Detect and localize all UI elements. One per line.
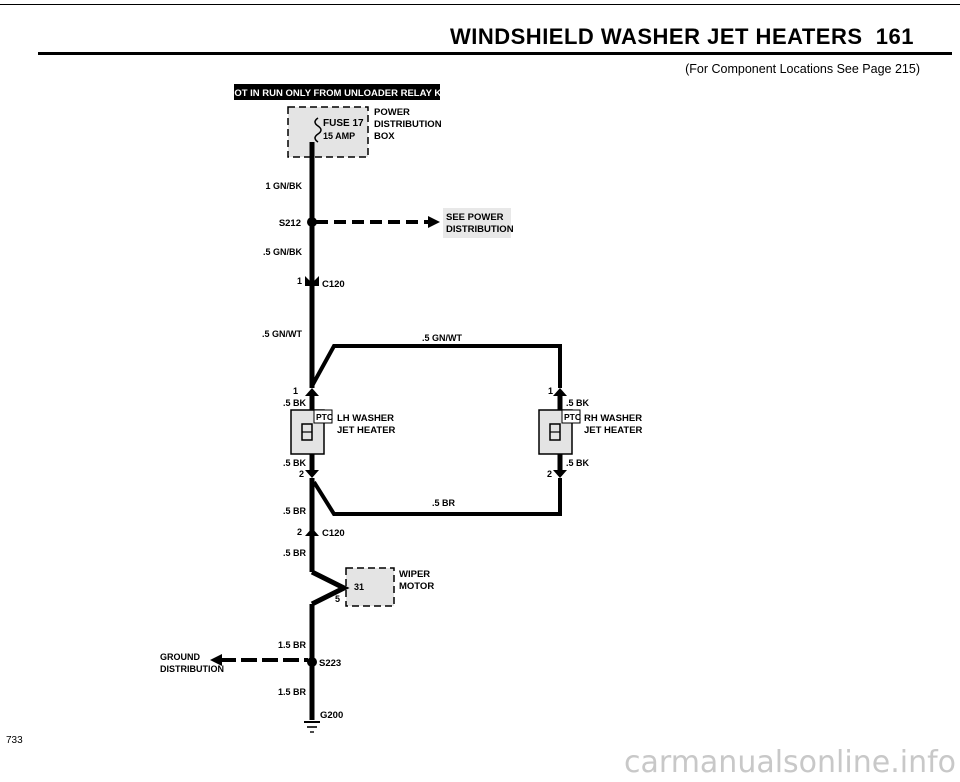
watermark: carmanualsonline.info [624,745,956,780]
page-code: 733 [6,735,23,746]
wire-label-5gnbk: .5 GN/BK [263,247,303,257]
wire-label-lh-5bk-bot: .5 BK [283,458,307,468]
power-distribution-box: FUSE 17 15 AMP [287,106,369,158]
ground-g200-icon [304,721,320,733]
power-box-label-1: POWER [374,107,410,118]
wiper-label-2: MOTOR [399,581,434,592]
arrow-right-icon [428,216,440,228]
wiper-pin-5: 5 [335,594,340,604]
wiper-ground-wire [310,569,350,607]
splice-s223-dot [307,657,317,667]
lh-connector-bottom-icon [305,470,319,478]
connector-c120-lower-icon [305,528,319,536]
lh-top-pin: 1 [293,386,298,396]
lh-washer-jet-heater: PTC [290,409,333,455]
splice-s223-label: S223 [319,658,341,669]
top-rule [0,4,960,5]
wire-label-rh-5bk-top: .5 BK [566,398,590,408]
rh-bottom-pin: 2 [547,469,552,479]
lh-heater-label-2: JET HEATER [337,425,396,436]
gnwt-branch-wire [310,344,562,388]
wire-label-15br-a: 1.5 BR [278,640,307,650]
see-power-label-2: DISTRIBUTION [446,224,514,235]
rh-washer-jet-heater: PTC [538,409,581,455]
power-box-label-2: DISTRIBUTION [374,119,442,130]
ground-dist-label-2: DISTRIBUTION [160,664,224,674]
ground-dist-label-1: GROUND [160,652,200,662]
connector-c120-upper-icon [305,276,319,286]
rh-heater-label-1: RH WASHER [584,413,642,424]
lh-heater-label-1: LH WASHER [337,413,394,424]
header-rule [38,52,952,55]
power-source-banner [234,84,440,100]
wire-label-rh-5bk-bot: .5 BK [566,458,590,468]
splice-s212-label: S212 [279,218,301,229]
wire-label-5br-b: .5 BR [283,548,307,558]
c120-upper-pin: 1 [297,276,302,286]
wire-label-1gnbk: 1 GN/BK [265,181,302,191]
power-box-label-3: BOX [374,131,395,142]
arrow-left-icon [210,654,222,666]
c120-upper-label: C120 [322,279,345,290]
power-source-label: HOT IN RUN ONLY FROM UNLOADER RELAY K5 [227,88,447,99]
wire-label-5br-mid: .5 BR [432,498,456,508]
see-power-box [443,208,511,238]
br-return-wire [312,478,562,516]
fuse-17-label: FUSE 17 [323,118,364,129]
c120-lower-label: C120 [322,528,345,539]
wire-label-lh-5bk-top: .5 BK [283,398,307,408]
lh-connector-top-icon [305,388,319,396]
rh-top-pin: 1 [548,386,553,396]
rh-connector-bottom-icon [553,470,567,478]
wire-label-15br-b: 1.5 BR [278,687,307,697]
wire-label-5gnwt-left: .5 GN/WT [262,329,303,339]
ground-g200-label: G200 [320,710,343,721]
lh-ptc-label: PTC [316,412,333,422]
see-power-label-1: SEE POWER [446,212,504,223]
wiper-pin-31: 31 [354,582,364,592]
wiper-motor: 31 [345,567,395,607]
splice-s212-dot [307,217,317,227]
rh-connector-top-icon [553,388,567,396]
fuse-rating-label: 15 AMP [323,131,355,141]
component-location-note: (For Component Locations See Page 215) [685,62,920,76]
page-title: WINDSHIELD WASHER JET HEATERS 161 [450,24,914,50]
wire-label-5gnwt-top: .5 GN/WT [422,333,463,343]
diagram-title: WINDSHIELD WASHER JET HEATERS [449,24,863,49]
wire-label-5br-a: .5 BR [283,506,307,516]
rh-heater-label-2: JET HEATER [584,425,643,436]
fuse-icon [314,117,322,143]
lh-bottom-pin: 2 [299,469,304,479]
rh-ptc-label: PTC [564,412,581,422]
page-number: 161 [875,24,914,49]
wiper-label-1: WIPER [399,569,430,580]
c120-lower-pin: 2 [297,527,302,537]
